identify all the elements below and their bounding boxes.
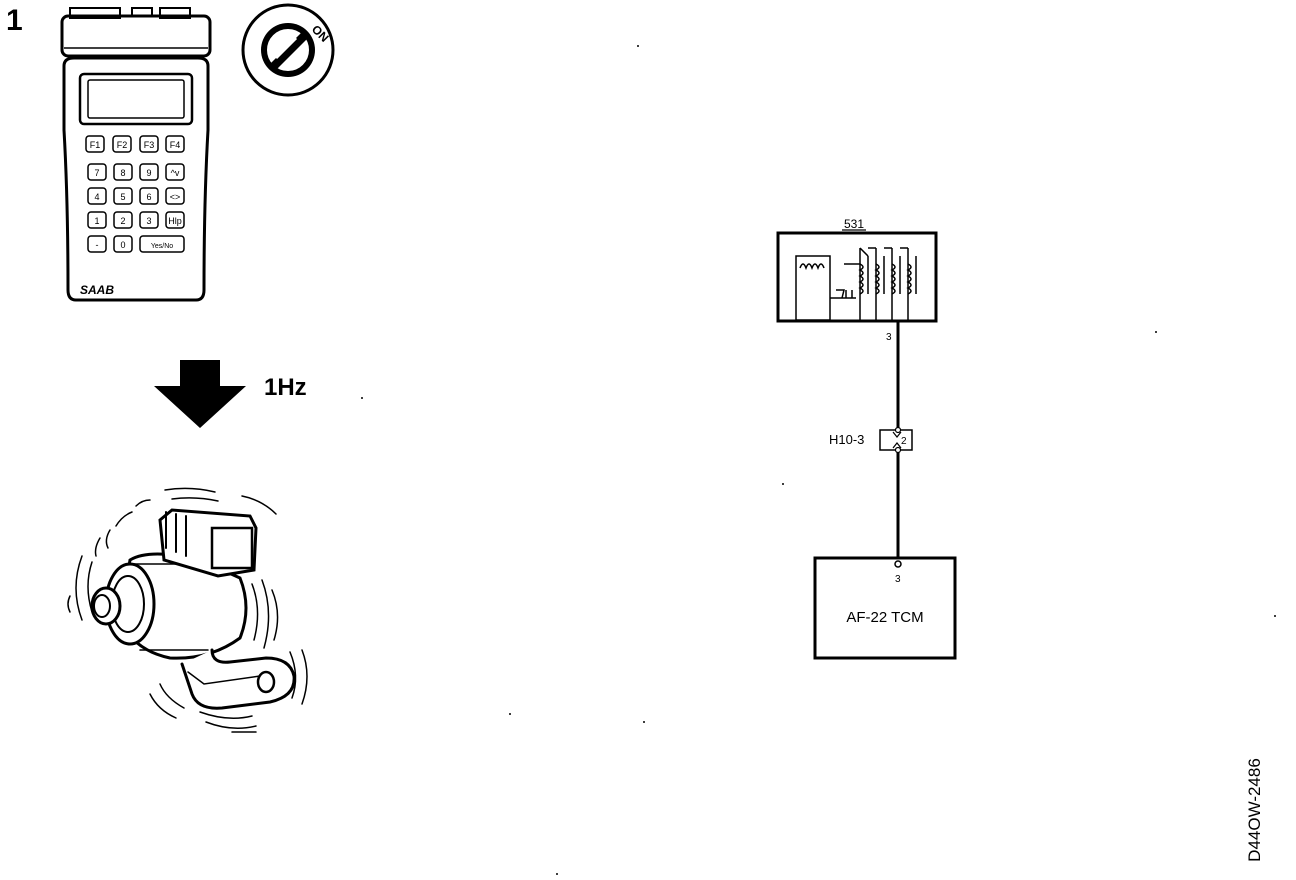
ignition-switch-icon: ON bbox=[241, 3, 335, 97]
tester-key-label: F2 bbox=[117, 140, 128, 150]
tester-key-label: 2 bbox=[120, 216, 125, 226]
tester-key-label: 9 bbox=[146, 168, 151, 178]
tester-key-label: ^v bbox=[171, 168, 180, 178]
tester-key-label: Hlp bbox=[168, 216, 182, 226]
tester-key-labels: F1 F2 F3 F4 7 8 9 ^v 4 5 6 <> 1 2 3 Hlp … bbox=[90, 140, 182, 250]
tester-key-label: 6 bbox=[146, 192, 151, 202]
wiring-schematic: 531 3 H10-3 2 3 AF-22 TCM bbox=[776, 217, 957, 660]
tester-key-label: - bbox=[96, 240, 99, 250]
connector-id-label: H10-3 bbox=[829, 432, 864, 447]
tester-key-label: 4 bbox=[94, 192, 99, 202]
tester-key-label: F4 bbox=[170, 140, 181, 150]
scan-noise bbox=[361, 45, 1276, 875]
solenoid-valve-icon bbox=[67, 487, 308, 733]
tester-key-label: F3 bbox=[144, 140, 155, 150]
tester-key-label: Yes/No bbox=[151, 243, 173, 250]
tester-key-label: 0 bbox=[120, 240, 125, 250]
vibration-lines bbox=[67, 487, 308, 733]
tester-key-label: <> bbox=[170, 192, 181, 202]
lower-pin-label: 3 bbox=[895, 574, 901, 585]
down-arrow-icon bbox=[154, 360, 246, 428]
connector-h10-3 bbox=[879, 426, 913, 454]
component-531 bbox=[776, 229, 938, 323]
tester-brand-label: SAAB bbox=[80, 283, 114, 297]
component-id-label: 531 bbox=[844, 217, 864, 231]
upper-pin-label: 3 bbox=[886, 332, 892, 343]
tester-keypad bbox=[85, 135, 185, 253]
diagnostic-tester-icon: F1 F2 F3 F4 7 8 9 ^v 4 5 6 <> 1 2 3 Hlp … bbox=[60, 7, 212, 302]
tester-key-label: 8 bbox=[120, 168, 125, 178]
drawing-reference: D44OW-2486 bbox=[1245, 758, 1264, 862]
tester-key-label: 3 bbox=[146, 216, 151, 226]
tester-key-label: 7 bbox=[94, 168, 99, 178]
tester-key-label: F1 bbox=[90, 140, 101, 150]
step-number: 1 bbox=[6, 4, 23, 37]
frequency-label: 1Hz bbox=[264, 374, 307, 401]
tcm-label: AF-22 TCM bbox=[846, 609, 923, 626]
tester-key-label: 1 bbox=[94, 216, 99, 226]
tester-key-label: 5 bbox=[120, 192, 125, 202]
connector-pin-label: 2 bbox=[901, 436, 907, 447]
tcm-module bbox=[813, 556, 957, 660]
